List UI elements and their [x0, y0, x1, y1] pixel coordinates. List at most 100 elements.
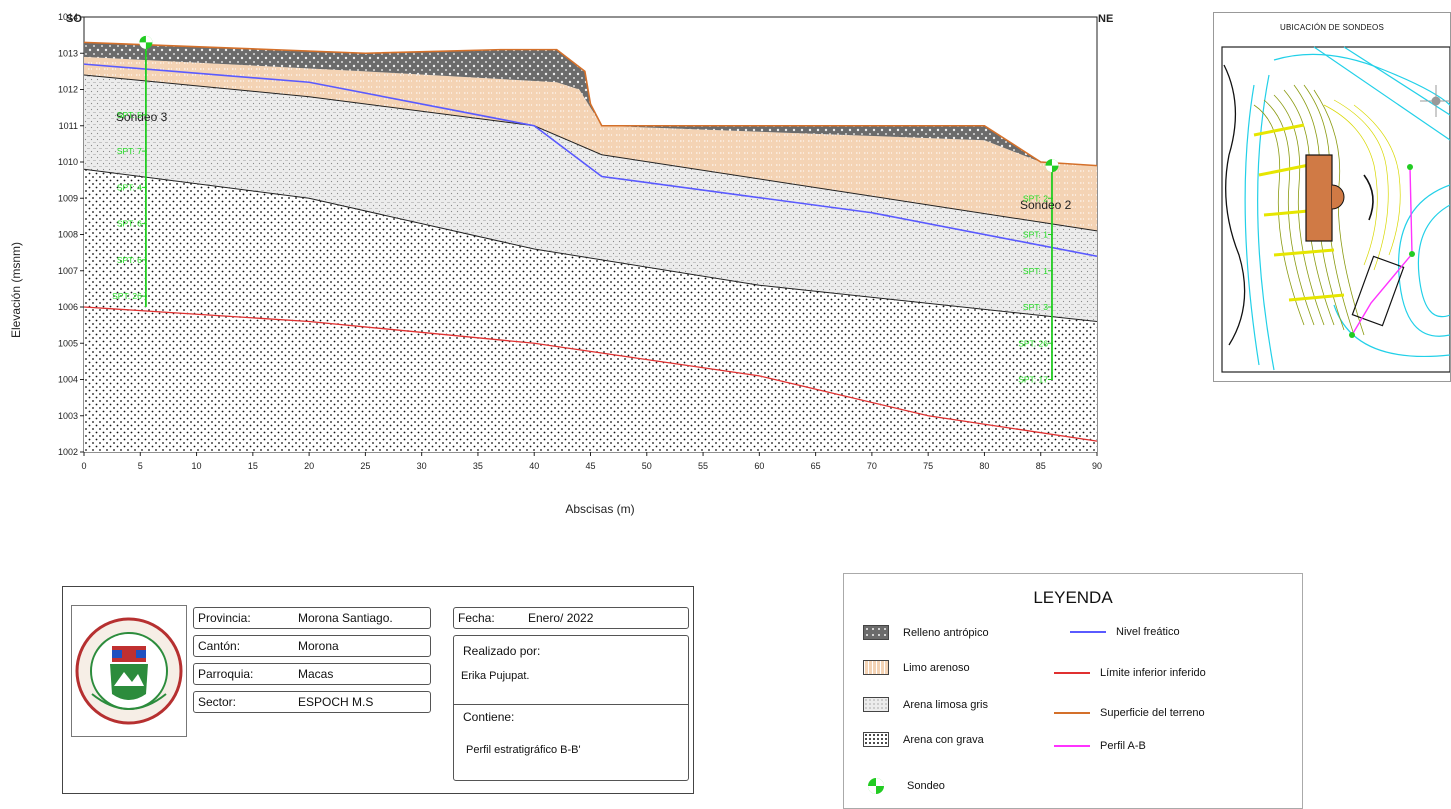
borehole-marker-quadrant [1051, 159, 1059, 166]
author-content-field: Realizado por: Erika Pujupat. Contiene: … [453, 635, 689, 781]
y-tick-label: 1012 [58, 85, 78, 95]
layer-arena-limosa-gris [84, 75, 1097, 322]
x-tick-label: 55 [698, 461, 708, 471]
x-axis-label: Abscisas (m) [565, 502, 634, 516]
spt-label: SPT: 5 [117, 110, 142, 120]
layer-arena-con-grava [84, 169, 1097, 452]
divider [454, 704, 688, 705]
layer-limo-arenoso [84, 56, 1097, 231]
legend-label: Sondeo [907, 780, 945, 792]
y-tick-label: 1013 [58, 48, 78, 58]
y-tick-label: 1003 [58, 411, 78, 421]
y-tick-label: 1004 [58, 375, 78, 385]
water-table-line [83, 63, 1098, 258]
canton-field: Cantón: Morona [193, 635, 431, 657]
legend-label: Arena con grava [903, 734, 984, 746]
spt-label: SPT: 26 [1018, 338, 1048, 348]
parroquia-key: Parroquia: [198, 667, 254, 681]
line-swatch [1054, 745, 1090, 747]
corner-label-so: SO [66, 13, 82, 25]
map-title: UBICACIÓN DE SONDEOS [1279, 23, 1384, 32]
arena-limosa-swatch [863, 697, 889, 712]
profile-lines [83, 41, 1098, 442]
realizado-value: Erika Pujupat. [461, 670, 530, 682]
y-tick-label: 1005 [58, 338, 78, 348]
x-tick-label: 80 [979, 461, 989, 471]
line-swatch [1070, 631, 1106, 633]
strata-layers [84, 42, 1097, 452]
spt-label: SPT: 1 [1023, 266, 1048, 276]
limo-swatch [863, 660, 889, 675]
legend-label: Relleno antrópico [903, 627, 989, 639]
y-tick-label: 1009 [58, 193, 78, 203]
spt-label: SPT: 6 [117, 219, 142, 229]
x-tick-label: 65 [811, 461, 821, 471]
spt-label: SPT: 26 [112, 291, 142, 301]
y-tick-label: 1006 [58, 302, 78, 312]
spt-label: SPT: 4 [117, 182, 142, 192]
legend-item-arena-grava: Arena con grava [863, 731, 1063, 749]
fecha-field: Fecha: Enero/ 2022 [453, 607, 689, 629]
realizado-key: Realizado por: [463, 644, 541, 658]
legend-item-sondeo: Sondeo [866, 777, 1066, 795]
location-map: UBICACIÓN DE SONDEOS [1213, 12, 1451, 382]
spt-label: SPT: 6 [117, 255, 142, 265]
spt-label: SPT: 3 [1023, 302, 1048, 312]
provincia-field: Provincia: Morona Santiago. [193, 607, 431, 629]
y-tick-label: 1002 [58, 447, 78, 457]
arena-grava-swatch [863, 732, 889, 747]
legend-label: Limo arenoso [903, 662, 970, 674]
legend-item-limo: Limo arenoso [863, 659, 1063, 677]
legend-label: Arena limosa gris [903, 699, 988, 711]
y-tick-label: 1010 [58, 157, 78, 167]
legend-label: Superficie del terreno [1100, 707, 1205, 719]
legend-label: Perfil A-B [1100, 740, 1146, 752]
y-tick-label: 1014 [58, 12, 78, 22]
lower-limit-line [83, 306, 1098, 442]
x-tick-label: 30 [417, 461, 427, 471]
legend-label: Límite inferior inferido [1100, 667, 1206, 679]
map-drawing [1221, 46, 1450, 373]
x-tick-label: 10 [192, 461, 202, 471]
x-tick-label: 70 [867, 461, 877, 471]
x-tick-label: 75 [923, 461, 933, 471]
x-tick-label: 5 [138, 461, 143, 471]
spt-label: SPT: 7 [117, 146, 142, 156]
x-tick-label: 90 [1092, 461, 1102, 471]
borehole-marker-quadrant [145, 35, 153, 43]
x-tick-label: 35 [473, 461, 483, 471]
fecha-key: Fecha: [458, 611, 495, 625]
canton-value: Morona [298, 639, 339, 653]
arena-boundary-line [83, 168, 1098, 322]
canton-key: Cantón: [198, 639, 241, 653]
x-tick-label: 0 [81, 461, 86, 471]
borehole-label: Sondeo 2 [1020, 198, 1072, 212]
logo-seal [75, 617, 183, 725]
corner-label-ne: NE [1098, 13, 1113, 25]
borehole-marker-quadrant [1045, 165, 1052, 173]
sondeo-icon [868, 778, 884, 794]
title-block: Provincia: Morona Santiago. Cantón: Moro… [62, 586, 694, 794]
parroquia-field: Parroquia: Macas [193, 663, 431, 685]
relleno-swatch [863, 625, 889, 640]
y-axis-ticks: 1002100310041005100610071008100910101011… [58, 12, 84, 457]
line-swatch [1054, 712, 1090, 714]
spt-label: SPT: 1 [1023, 230, 1048, 240]
y-axis-label: Elevación (msnm) [9, 242, 23, 338]
x-tick-label: 50 [642, 461, 652, 471]
contiene-value: Perfil estratigráfico B-B' [466, 744, 581, 756]
y-tick-label: 1008 [58, 230, 78, 240]
fecha-value: Enero/ 2022 [528, 611, 594, 625]
legend-title: LEYENDA [1033, 588, 1113, 607]
legend-item-perfil: Perfil A-B [1054, 737, 1284, 755]
legend-item-relleno: Relleno antrópico [863, 624, 1063, 642]
sector-field: Sector: ESPOCH M.S [193, 691, 431, 713]
provincia-key: Provincia: [198, 611, 251, 625]
legend-label: Nivel freático [1116, 626, 1180, 638]
spt-label: SPT: 2 [1023, 193, 1048, 203]
surface-line [83, 41, 1098, 167]
x-tick-label: 15 [248, 461, 258, 471]
